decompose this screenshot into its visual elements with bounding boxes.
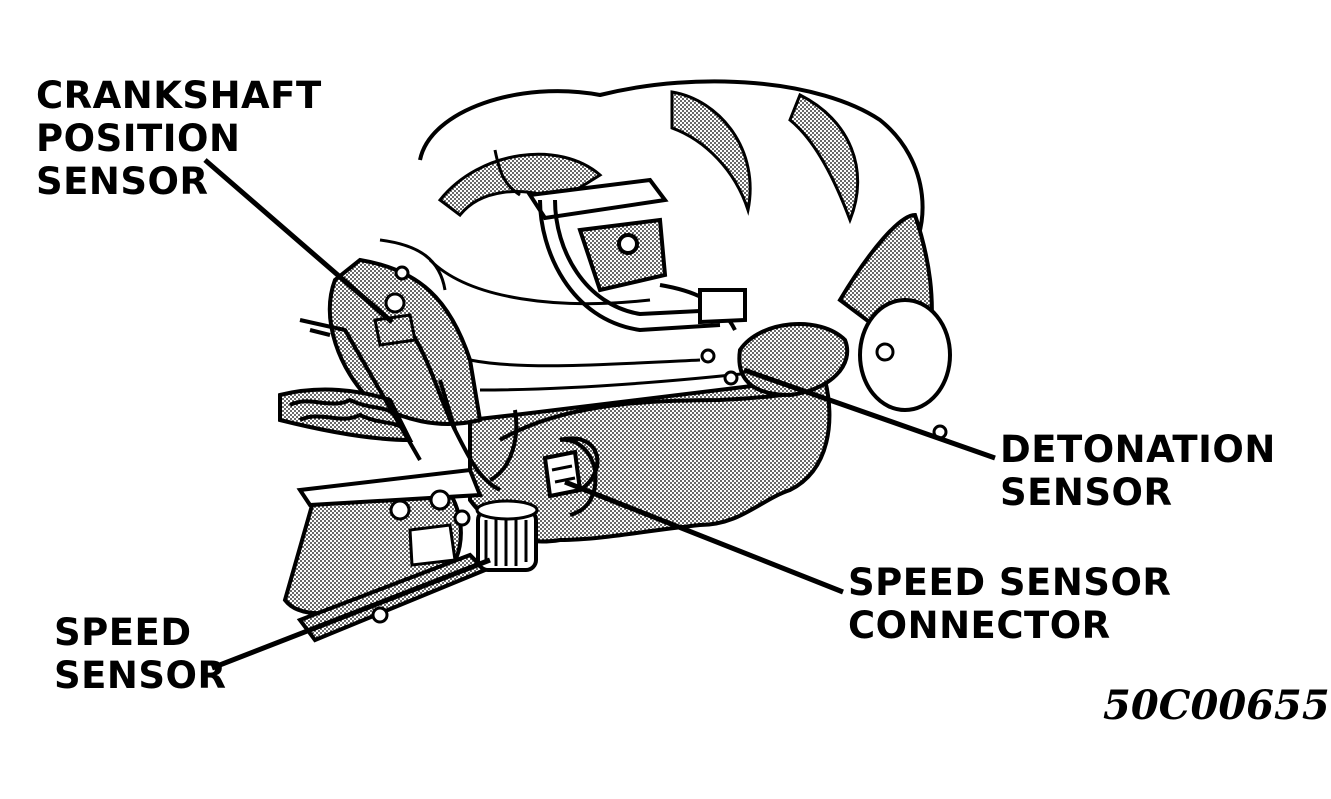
label-speed-sensor: SPEED SENSOR [54, 611, 226, 697]
transmission-lines [526, 177, 747, 333]
label-line: SENSOR [36, 160, 209, 203]
label-line: SENSOR [1000, 471, 1173, 514]
label-speed-sensor-connector: SPEED SENSOR CONNECTOR [848, 561, 1171, 647]
leader-line-speed-sensor [211, 557, 491, 671]
label-line: POSITION [36, 117, 241, 160]
leader-line-crankshaft [203, 158, 394, 324]
transfer-case [282, 467, 489, 643]
label-line: SPEED SENSOR [848, 561, 1172, 604]
leader-line-speed-sensor-connector [564, 479, 844, 595]
label-line: CRANKSHAFT [36, 74, 322, 117]
leader-lines [203, 158, 996, 671]
label-line: DETONATION [1000, 428, 1276, 471]
label-line: SENSOR [54, 654, 227, 697]
speed-sensor-body [475, 499, 539, 572]
heat-shield [278, 318, 422, 461]
label-line: SPEED [54, 611, 192, 654]
crankshaft-sensor-area [373, 265, 417, 347]
label-detonation-sensor: DETONATION SENSOR [1000, 428, 1276, 514]
label-line: CONNECTOR [848, 604, 1111, 647]
figure-id: 50C00655 [1103, 682, 1330, 729]
bell-housing [418, 79, 925, 306]
label-crankshaft-position-sensor: CRANKSHAFT POSITION SENSOR [36, 74, 322, 203]
leader-line-detonation [743, 367, 996, 461]
